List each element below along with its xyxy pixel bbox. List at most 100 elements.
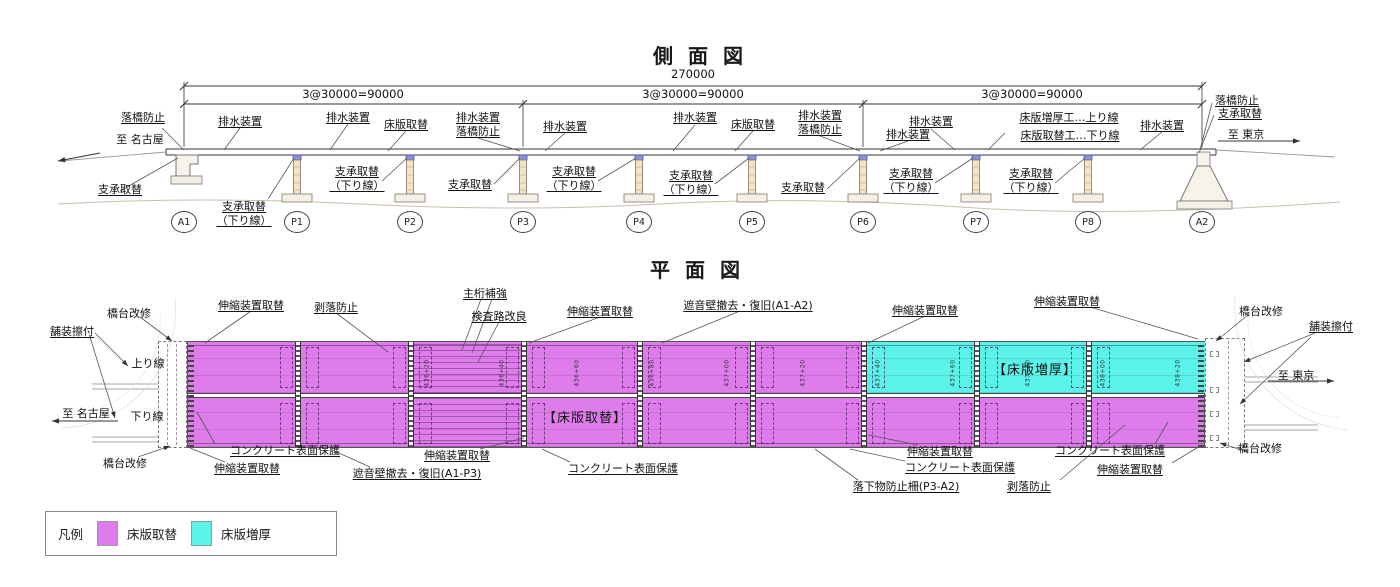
plan-label: 伸縮装置取替 [218, 299, 284, 312]
expansion-joint-P6 [861, 342, 867, 447]
plan-parapet-bottom [188, 443, 1204, 444]
station-label: 436+40 [498, 359, 506, 387]
plan-label: コンクリート表面保護 [568, 462, 678, 475]
plan-label: 舗装擦付 [50, 325, 94, 338]
elevation-label: 落橋防止 [1215, 94, 1259, 107]
pier-tag-P8: P8 [1075, 211, 1101, 233]
girder-end-box [735, 403, 748, 444]
girder-end-box [306, 403, 319, 444]
plan-label: 橋台改修 [1238, 442, 1282, 455]
elevation-label: 支承取替 [781, 181, 825, 194]
girder-end-box [985, 347, 998, 388]
elevation-label: 排水装置 落橋防止 [798, 109, 842, 136]
pier-tag-P2: P2 [397, 211, 423, 233]
plan-label: コンクリート表面保護 [1055, 444, 1165, 457]
pier-tag-P1: P1 [284, 211, 310, 233]
girder-end-box [959, 403, 972, 444]
station-label: 436+20 [423, 359, 431, 387]
girder-end-box [761, 347, 774, 388]
girder-end-box [506, 403, 519, 444]
pier-tag-P3: P3 [510, 211, 536, 233]
plan-label: 主桁補強 [463, 287, 507, 300]
abutment-a2-footprint [1205, 338, 1245, 448]
elevation-label: 支承取替 （下り線） [216, 200, 272, 227]
elevation-label: 排水装置 [909, 115, 953, 128]
girder-end-box [872, 347, 885, 388]
span-dimension-label: 3@30000=90000 [642, 87, 744, 101]
girder-end-box [735, 347, 748, 388]
station-label: 438+00 [1099, 359, 1107, 387]
plan-label: 橋台改修 [103, 457, 147, 470]
plan-label: 伸縮装置取替 [1034, 295, 1100, 308]
elevation-label: 排水装置 [218, 115, 262, 128]
station-label: 436+60 [573, 359, 581, 387]
expansion-joint-P1 [295, 342, 301, 447]
girder-end-box [1071, 403, 1084, 444]
legend-title: 凡例 [58, 527, 84, 542]
expansion-joint-P7 [974, 342, 980, 447]
plan-label: 剥落防止 [1007, 480, 1051, 493]
elevation-label: 支承取替 （下り線） [546, 165, 602, 192]
elevation-label: 排水装置 [886, 128, 930, 141]
slab-replace-area-label: 【床版取替】 [542, 411, 628, 426]
girder-end-box [846, 403, 859, 444]
elevation-label: 至 名古屋 [116, 133, 164, 146]
girder-end-box [648, 403, 661, 444]
elevation-label: 排水装置 [326, 111, 370, 124]
girder-end-box [648, 347, 661, 388]
pier-tag-P4: P4 [626, 211, 652, 233]
plan-label: 剥落防止 [314, 301, 358, 314]
legend-label-thicken: 床版増厚 [221, 527, 272, 542]
elevation-label: 床版取替 [384, 118, 428, 131]
girder-end-box [622, 403, 635, 444]
plan-label: 橋台改修 [1239, 305, 1283, 318]
elevation-label: 支承取替 [448, 178, 492, 191]
legend-swatch-replace [97, 521, 119, 546]
plan-label: 至 名古屋 [62, 407, 110, 420]
girder-end-box [1097, 403, 1110, 444]
elevation-label: 支承取替 （下り線） [663, 169, 719, 196]
plan-label: 舗装擦付 [1309, 320, 1353, 333]
girder-end-box [280, 347, 293, 388]
legend-label-replace: 床版取替 [127, 527, 178, 542]
plan-label: コンクリート表面保護 [905, 461, 1015, 474]
legend-item-thicken: 床版増厚 [191, 521, 271, 546]
station-label: 437+60 [949, 359, 957, 387]
elevation-label: 支承取替 （下り線） [883, 167, 939, 194]
girder-end-box [532, 403, 545, 444]
plan-median-strip [188, 393, 1204, 398]
girder-end-box [1071, 347, 1084, 388]
elevation-label: 支承取替 （下り線） [329, 165, 385, 192]
pier-tag-P5: P5 [739, 211, 765, 233]
girder-end-box [761, 403, 774, 444]
plan-deck [187, 341, 1206, 448]
elevation-label: 床版取替工…下り線 [1020, 129, 1120, 142]
plan-label: 上り線 [131, 357, 165, 370]
station-label: 437+00 [723, 359, 731, 387]
plan-label: 落下物防止柵(P3-A2) [852, 480, 960, 493]
plan-label: 伸縮装置取替 [567, 305, 633, 318]
plan-label: 遮音壁撤去・復旧(A1-P3) [352, 467, 482, 480]
elevation-label: 至 東京 [1227, 128, 1265, 141]
plan-label: 伸縮装置取替 [1097, 463, 1163, 476]
elevation-label: 落橋防止 [121, 111, 165, 124]
girder-end-box [506, 347, 519, 388]
elevation-label: 支承取替 （下り線） [1003, 167, 1059, 194]
total-dimension-label: 270000 [671, 67, 715, 81]
elevation-label: 排水装置 落橋防止 [456, 111, 500, 138]
elevation-label: 床版取替 [731, 118, 775, 131]
plan-label: 伸縮装置取替 [907, 445, 973, 458]
slab-thicken-area-label: 【床版増厚】 [992, 363, 1078, 378]
plan-label: 橋台改修 [107, 307, 151, 320]
elevation-label: 排水装置 [673, 111, 717, 124]
plan-label: 遮音壁撤去・復旧(A1-A2) [683, 299, 813, 312]
pier-tag-A1: A1 [171, 211, 197, 233]
elevation-label: 支承取替 [98, 183, 142, 196]
plan-label: コンクリート表面保護 [230, 444, 340, 457]
plan-label: 伸縮装置取替 [892, 304, 958, 317]
elevation-label: 排水装置 [543, 120, 587, 133]
deck-left-joint-hatch [188, 342, 194, 447]
girder-end-box [393, 347, 406, 388]
pier-tag-P6: P6 [850, 211, 876, 233]
